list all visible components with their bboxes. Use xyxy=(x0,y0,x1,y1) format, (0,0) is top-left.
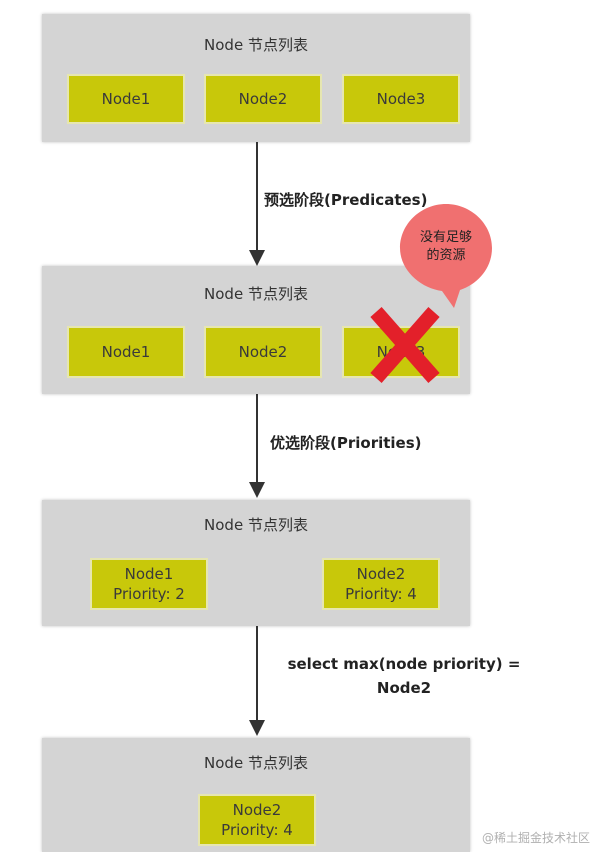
phase-label-predicates: 预选阶段(Predicates) xyxy=(264,191,428,209)
node-label: Node1 xyxy=(101,90,151,108)
node-priority: Priority: 4 xyxy=(345,585,417,603)
watermark: @稀土掘金技术社区 xyxy=(481,831,590,845)
panel-title: Node 节点列表 xyxy=(204,285,308,303)
node-label: Node2 xyxy=(238,343,288,361)
arrow-head-icon xyxy=(249,482,265,498)
node-list-panel-1: Node 节点列表 Node1 Node2 Node3 xyxy=(42,14,470,142)
callout-bubble-icon xyxy=(400,204,492,308)
node-list-panel-3: Node 节点列表 Node1 Priority: 2 Node2 Priori… xyxy=(42,500,470,626)
node-label: Node2 xyxy=(356,565,406,583)
node-box: Node1 xyxy=(67,74,185,124)
phase-line-2: Node2 xyxy=(376,679,432,697)
flow-arrow-line xyxy=(256,142,258,250)
node-label: Node1 xyxy=(124,565,174,583)
node-label: Node3 xyxy=(376,90,426,108)
node-box: Node1 xyxy=(67,326,185,378)
phase-line-1: select max(node priority) = xyxy=(287,655,521,673)
callout-line-1: 没有足够 xyxy=(419,230,472,245)
node-box: Node1 Priority: 2 xyxy=(90,558,208,610)
phase-label-priorities: 优选阶段(Priorities) xyxy=(270,434,422,452)
node-list-panel-4: Node 节点列表 Node2 Priority: 4 xyxy=(42,738,470,852)
arrow-head-icon xyxy=(249,720,265,736)
node-label: Node1 xyxy=(101,343,151,361)
node-box: Node2 xyxy=(204,74,322,124)
node-box: Node2 Priority: 4 xyxy=(322,558,440,610)
node-priority: Priority: 2 xyxy=(113,585,185,603)
node-box: Node2 xyxy=(204,326,322,378)
phase-label-select: select max(node priority) = Node2 xyxy=(282,652,526,700)
panel-title: Node 节点列表 xyxy=(204,754,308,772)
flow-arrow-line xyxy=(256,626,258,720)
node-box: Node3 xyxy=(342,74,460,124)
node-box: Node2 Priority: 4 xyxy=(198,794,316,846)
callout-text: 没有足够 的资源 xyxy=(406,229,486,265)
node-label: Node2 xyxy=(232,801,282,819)
flow-arrow-line xyxy=(256,394,258,482)
cross-icon xyxy=(370,307,440,383)
node-label: Node2 xyxy=(238,90,288,108)
node-priority: Priority: 4 xyxy=(221,821,293,839)
panel-title: Node 节点列表 xyxy=(204,36,308,54)
arrow-head-icon xyxy=(249,250,265,266)
callout-line-2: 的资源 xyxy=(426,248,466,263)
panel-title: Node 节点列表 xyxy=(204,516,308,534)
